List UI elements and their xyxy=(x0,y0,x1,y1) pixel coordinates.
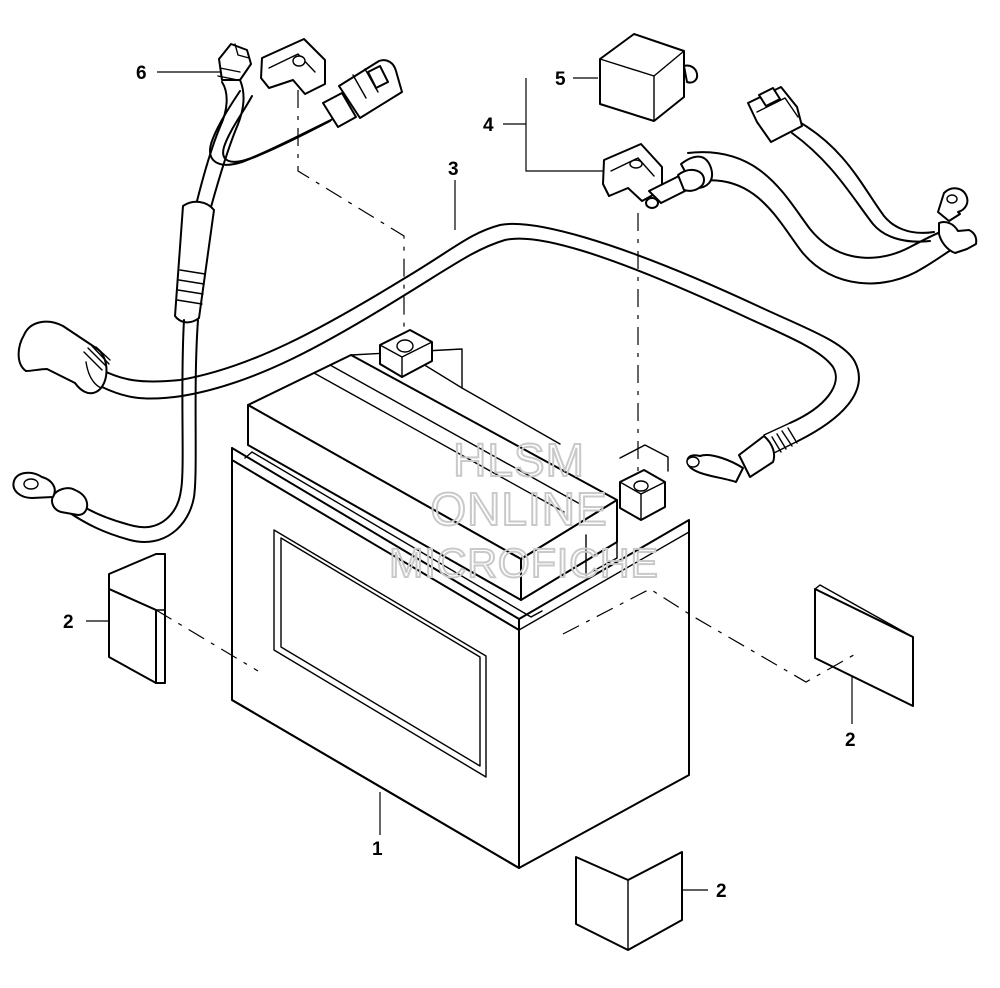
terminal-pad-left[interactable] xyxy=(108,553,166,684)
callout-2-left: 2 xyxy=(63,612,74,633)
callout-2-right: 2 xyxy=(845,730,856,751)
callout-4: 4 xyxy=(483,115,494,136)
battery[interactable] xyxy=(231,329,690,869)
assembly-lines xyxy=(155,90,860,683)
watermark-line-2: ONLINE xyxy=(430,483,607,535)
terminal-pad-bottom[interactable] xyxy=(575,851,683,951)
callout-labels: 6 5 4 3 2 2 2 1 xyxy=(63,63,856,902)
leader-lines xyxy=(86,71,853,891)
watermark-line-3: MICROFICHE xyxy=(389,540,659,586)
harness-strap[interactable] xyxy=(12,38,403,543)
terminal-pad-right[interactable] xyxy=(814,584,914,707)
watermark-line-1: HLSM xyxy=(453,434,585,486)
callout-3: 3 xyxy=(448,159,459,180)
callout-2-bottom: 2 xyxy=(716,881,727,902)
harness-bracket-set[interactable] xyxy=(599,33,978,285)
callout-5: 5 xyxy=(555,69,566,90)
callout-6: 6 xyxy=(136,63,147,84)
wire-lead[interactable] xyxy=(17,222,860,483)
watermark: HLSM ONLINE MICROFICHE xyxy=(388,433,659,587)
callout-1: 1 xyxy=(372,839,383,860)
